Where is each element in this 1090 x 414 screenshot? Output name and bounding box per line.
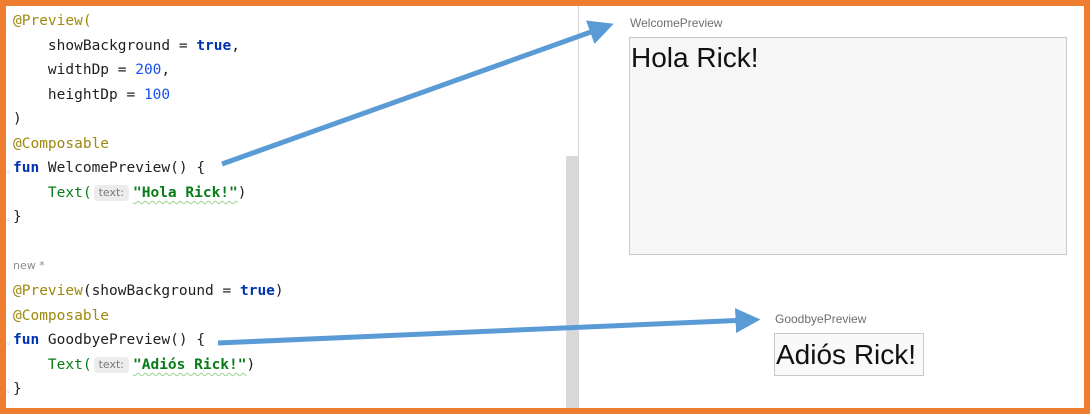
code-line[interactable]: Text(text:"Hola Rick!"): [13, 181, 247, 205]
code-token: 100: [143, 87, 171, 103]
welcome-preview-render[interactable]: Hola Rick!: [629, 37, 1067, 255]
fold-icon[interactable]: ◦: [6, 216, 12, 226]
new-indicator: new *: [13, 259, 45, 272]
code-token: GoodbyePreview() {: [47, 332, 206, 348]
code-token: Text(: [47, 357, 92, 373]
code-line[interactable]: Text(text:"Adiós Rick!"): [13, 353, 255, 377]
code-token: ): [13, 111, 22, 127]
goodbye-preview-label: GoodbyePreview: [775, 312, 867, 326]
code-token: Text(: [47, 185, 92, 201]
code-token: ): [237, 185, 247, 201]
code-line[interactable]: }: [13, 377, 22, 401]
code-token: "Adiós Rick!": [133, 357, 247, 373]
welcome-preview-text: Hola Rick!: [631, 42, 759, 73]
code-token: showBackground =: [13, 38, 197, 54]
arrow-to-welcome-preview: [221, 20, 614, 167]
editor-scrollbar[interactable]: [566, 156, 578, 408]
code-token: @Composable: [13, 136, 110, 152]
code-line[interactable]: @Preview(: [13, 9, 92, 33]
code-token: }: [13, 209, 22, 225]
code-token: fun: [13, 160, 48, 176]
code-token: true: [196, 38, 232, 54]
annotation-arrows: [217, 20, 761, 346]
code-line[interactable]: widthDp = 200,: [13, 58, 170, 82]
panel-divider[interactable]: [578, 6, 579, 408]
fold-icon[interactable]: ◦: [6, 388, 12, 398]
code-token: "Hola Rick!": [133, 185, 238, 201]
code-line[interactable]: fun GoodbyePreview() {: [13, 328, 205, 352]
code-line[interactable]: ): [13, 107, 22, 131]
parameter-hint: text:: [93, 357, 129, 373]
code-token: @Composable: [13, 308, 110, 324]
code-token: true: [239, 283, 275, 299]
parameter-hint: text:: [93, 185, 129, 201]
code-token: ,: [161, 62, 171, 78]
code-token: WelcomePreview() {: [47, 160, 206, 176]
code-token: widthDp =: [13, 62, 136, 78]
code-line[interactable]: fun WelcomePreview() {: [13, 156, 205, 180]
code-token: ): [246, 357, 256, 373]
code-token: ,: [231, 38, 240, 54]
code-line[interactable]: @Composable: [13, 304, 109, 328]
code-token: heightDp =: [13, 87, 144, 103]
code-line[interactable]: @Preview(showBackground = true): [13, 279, 284, 303]
code-token: (showBackground =: [82, 283, 240, 299]
code-token: ): [274, 283, 284, 299]
goodbye-preview-text: Adiós Rick!: [776, 339, 917, 370]
code-line[interactable]: @Composable: [13, 132, 109, 156]
code-token: }: [13, 381, 22, 397]
goodbye-preview-render[interactable]: Adiós Rick!: [774, 333, 924, 376]
fold-icon[interactable]: ◦: [6, 340, 12, 350]
code-line[interactable]: showBackground = true,: [13, 34, 240, 58]
code-line[interactable]: heightDp = 100: [13, 83, 170, 107]
code-line[interactable]: }: [13, 205, 22, 229]
code-token: 200: [135, 62, 162, 78]
code-token: fun: [13, 332, 48, 348]
code-token: @Preview(: [13, 13, 92, 29]
preview-panel: WelcomePreview Hola Rick! GoodbyePreview…: [579, 6, 1084, 408]
fold-icon[interactable]: ◦: [6, 168, 12, 178]
code-token: @Preview: [13, 283, 83, 299]
welcome-preview-label: WelcomePreview: [630, 16, 723, 30]
arrow-to-goodbye-preview: [217, 308, 761, 346]
